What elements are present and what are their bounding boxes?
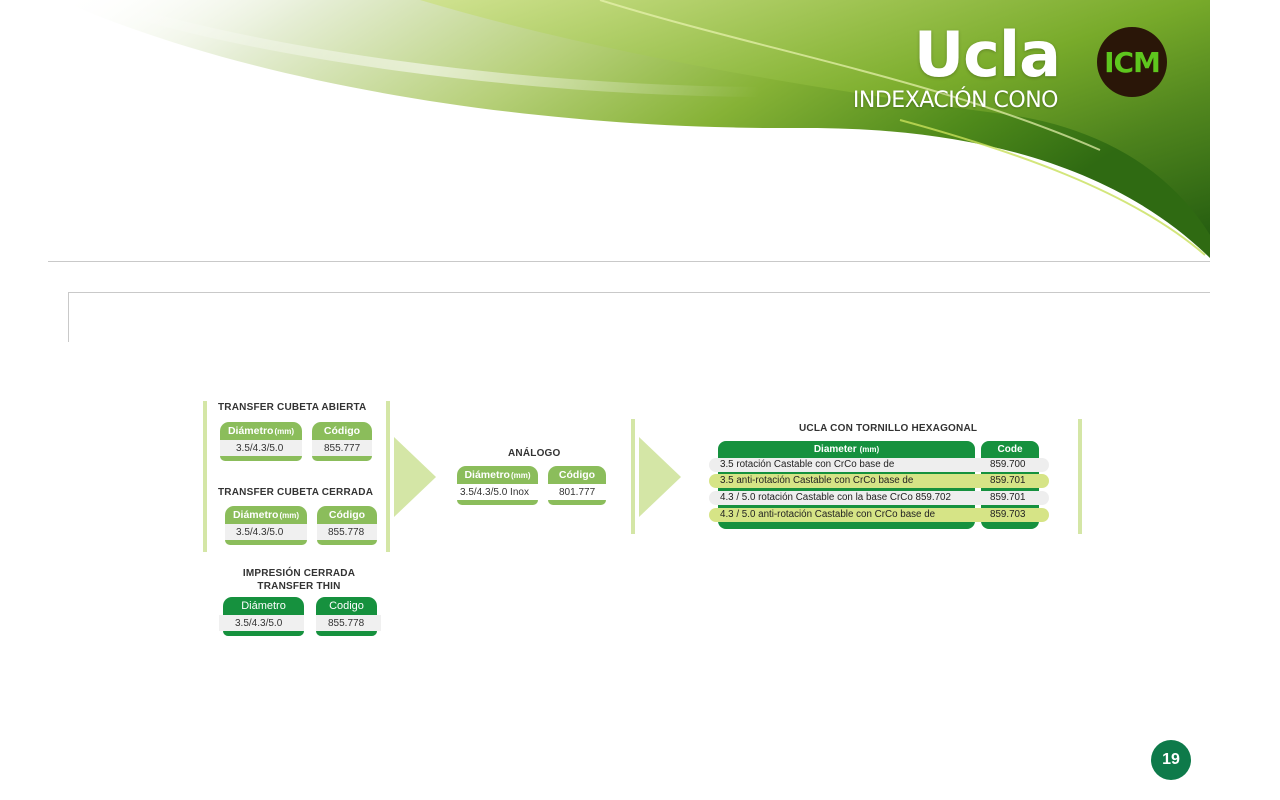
arrow-right-icon	[394, 437, 436, 517]
transfer-cerrada-table: Diámetro(mm) Código 3.5/4.3/5.0 855.778	[225, 506, 377, 545]
brand-subtitle: INDEXACIÓN CONO	[852, 88, 1059, 113]
transfer-abierta-code: 855.777	[312, 440, 372, 456]
divider-frame	[68, 292, 1210, 293]
ucla-title: UCLA CON TORNILLO HEXAGONAL	[799, 423, 978, 434]
ucla-diameter-header: Diameter(mm)	[718, 441, 975, 457]
row-code: 859.701	[990, 492, 1026, 503]
impresion-title-line1: IMPRESIÓN CERRADA	[242, 568, 356, 579]
transfer-abierta-diameter: 3.5/4.3/5.0	[220, 440, 302, 456]
impresion-table: Diámetro Codigo 3.5/4.3/5.0 855.778	[219, 597, 381, 636]
impresion-title: IMPRESIÓN CERRADA TRANSFER THIN	[224, 567, 374, 593]
row-description: 4.3 / 5.0 anti-rotación Castable con CrC…	[720, 509, 936, 520]
arrow-right-icon-2	[639, 437, 681, 517]
table-row: 4.3 / 5.0 rotación Castable con la base …	[709, 491, 1049, 505]
logo-text: ICM	[1104, 45, 1161, 79]
divider-frame-left	[68, 292, 69, 342]
transfer-abierta-title: TRANSFER CUBETA ABIERTA	[218, 402, 367, 413]
table-row: 3.5 rotación Castable con CrCo base de 8…	[709, 458, 1049, 472]
transfer-abierta-diameter-header: Diámetro(mm)	[220, 422, 302, 440]
transfer-abierta-table: Diámetro(mm) Código 3.5/4.3/5.0 855.777	[220, 422, 372, 461]
analogo-diameter-header: Diámetro(mm)	[457, 466, 538, 484]
transfer-cerrada-foot-1	[225, 540, 307, 545]
transfer-cerrada-diameter-header: Diámetro(mm)	[225, 506, 307, 524]
row-description: 4.3 / 5.0 rotación Castable con la base …	[720, 492, 951, 503]
header-banner	[60, 0, 1210, 258]
ucla-table: Diameter(mm) Code 3.5 rotación Castable …	[709, 441, 1049, 531]
row-code: 859.701	[990, 475, 1026, 486]
table-row: 4.3 / 5.0 anti-rotación Castable con CrC…	[709, 508, 1049, 522]
transfer-abierta-foot-2	[312, 456, 372, 461]
transfer-cerrada-code-header: Código	[317, 506, 377, 524]
analogo-foot-2	[548, 500, 606, 505]
mid-bar	[631, 419, 635, 534]
analogo-table: Diámetro(mm) Código 3.5/4.3/5.0 Inox 801…	[457, 466, 606, 505]
impresion-title-line2: TRANSFER THIN	[257, 581, 341, 592]
icm-logo: ICM	[1097, 27, 1167, 97]
transfer-abierta-code-header: Código	[312, 422, 372, 440]
left-bar-2	[386, 401, 390, 552]
analogo-code-header: Código	[548, 466, 606, 484]
impresion-diameter-header: Diámetro	[223, 597, 304, 615]
impresion-diameter: 3.5/4.3/5.0	[219, 615, 304, 631]
analogo-code: 801.777	[548, 484, 606, 500]
left-bar	[203, 401, 207, 552]
impresion-code-header: Codigo	[316, 597, 377, 615]
transfer-cerrada-title: TRANSFER CUBETA CERRADA	[218, 487, 374, 498]
row-code: 859.700	[990, 459, 1026, 470]
row-description: 3.5 anti-rotación Castable con CrCo base…	[720, 475, 914, 486]
transfer-abierta-foot-1	[220, 456, 302, 461]
row-description: 3.5 rotación Castable con CrCo base de	[720, 459, 895, 470]
analogo-title: ANÁLOGO	[508, 448, 561, 459]
table-row: 3.5 anti-rotación Castable con CrCo base…	[709, 474, 1049, 488]
impresion-foot-2	[316, 631, 377, 636]
analogo-diameter: 3.5/4.3/5.0 Inox	[457, 484, 538, 500]
brand-title: Ucla	[913, 18, 1061, 91]
page-number: 19	[1151, 740, 1191, 780]
right-bar	[1078, 419, 1082, 534]
impresion-foot-1	[223, 631, 304, 636]
row-code: 859.703	[990, 509, 1026, 520]
transfer-cerrada-foot-2	[317, 540, 377, 545]
transfer-cerrada-diameter: 3.5/4.3/5.0	[225, 524, 307, 540]
transfer-cerrada-code: 855.778	[317, 524, 377, 540]
divider-top	[48, 261, 1210, 262]
ucla-code-header: Code	[981, 441, 1039, 457]
analogo-foot-1	[457, 500, 538, 505]
impresion-code: 855.778	[316, 615, 381, 631]
